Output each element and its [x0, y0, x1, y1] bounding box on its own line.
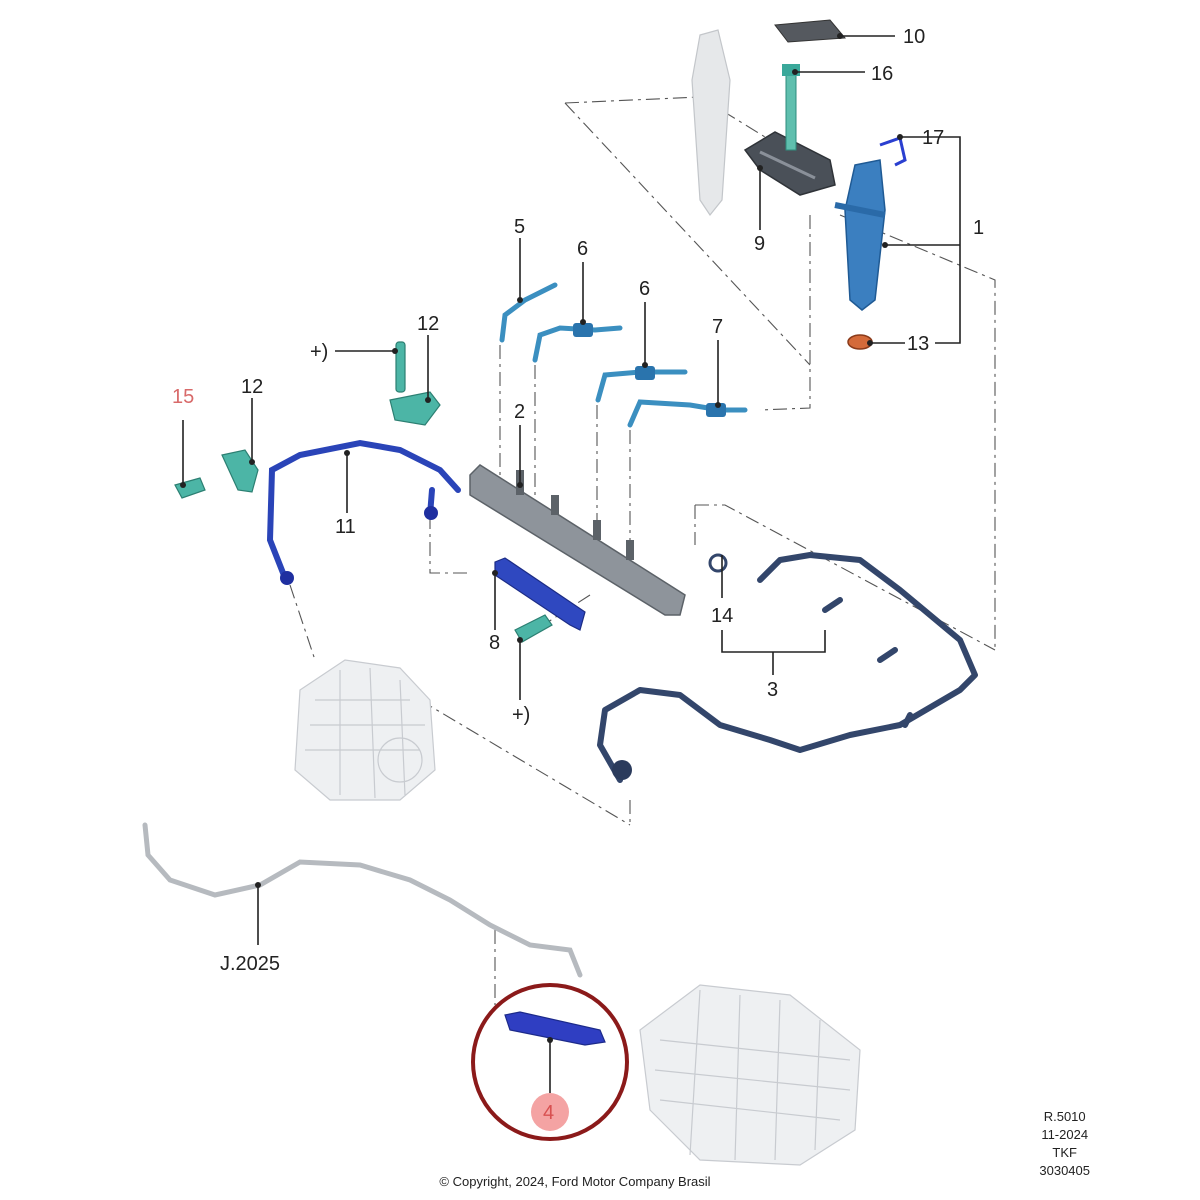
fuel-harness [597, 552, 978, 783]
callout-15: 15 [172, 386, 194, 408]
bracket-12-upper [389, 341, 441, 426]
leader-lines [182, 35, 961, 1093]
callout-3: 3 [767, 679, 778, 701]
reference-number: 3030405 [1039, 1163, 1090, 1178]
shield-plate [774, 19, 847, 43]
callout-plus-upper: +) [310, 341, 328, 363]
highlighted-injector-4 [504, 1011, 606, 1046]
callout-8: 8 [489, 632, 500, 654]
bracket-12-lower [221, 449, 259, 493]
callout-12-lower: 12 [241, 376, 263, 398]
fuel-injector [834, 136, 907, 350]
callout-9: 9 [754, 233, 765, 255]
reference-code: R.5010 [1043, 1109, 1086, 1124]
engine-block-lower [639, 984, 861, 1166]
ghost-injector [691, 29, 731, 217]
reference-model: TKF [1052, 1145, 1077, 1160]
callout-17: 17 [922, 127, 944, 149]
assembly-guides [289, 96, 996, 1005]
callout-5: 5 [514, 216, 525, 238]
callout-14: 14 [711, 605, 733, 627]
bolt-15 [174, 477, 206, 499]
callout-j2025: J.2025 [220, 953, 280, 975]
engine-block-upper [294, 659, 436, 801]
callout-16: 16 [871, 63, 893, 85]
callout-2: 2 [514, 401, 525, 423]
harness-j2025 [142, 822, 583, 978]
callout-6-left: 6 [577, 238, 588, 260]
reference-date: 11-2024 [1041, 1127, 1089, 1142]
callout-11: 11 [335, 516, 356, 538]
reference-block: R.5010 11-2024 TKF 3030405 [1039, 1108, 1090, 1180]
fuel-line-fittings [573, 323, 726, 417]
leader-dots [180, 33, 903, 1043]
callout-12-upper: 12 [417, 313, 439, 335]
callout-plus-lower: +) [512, 704, 530, 726]
callout-6-right: 6 [639, 278, 650, 300]
highlight-circle [471, 983, 629, 1141]
callout-10: 10 [903, 26, 925, 48]
callout-7: 7 [712, 316, 723, 338]
callout-1: 1 [973, 217, 984, 239]
callout-4: 4 [543, 1102, 554, 1124]
callout-badge-4 [531, 1093, 569, 1131]
copyright-notice: © Copyright, 2024, Ford Motor Company Br… [439, 1174, 711, 1189]
fuel-rail [469, 464, 686, 616]
callout-13: 13 [907, 333, 929, 355]
